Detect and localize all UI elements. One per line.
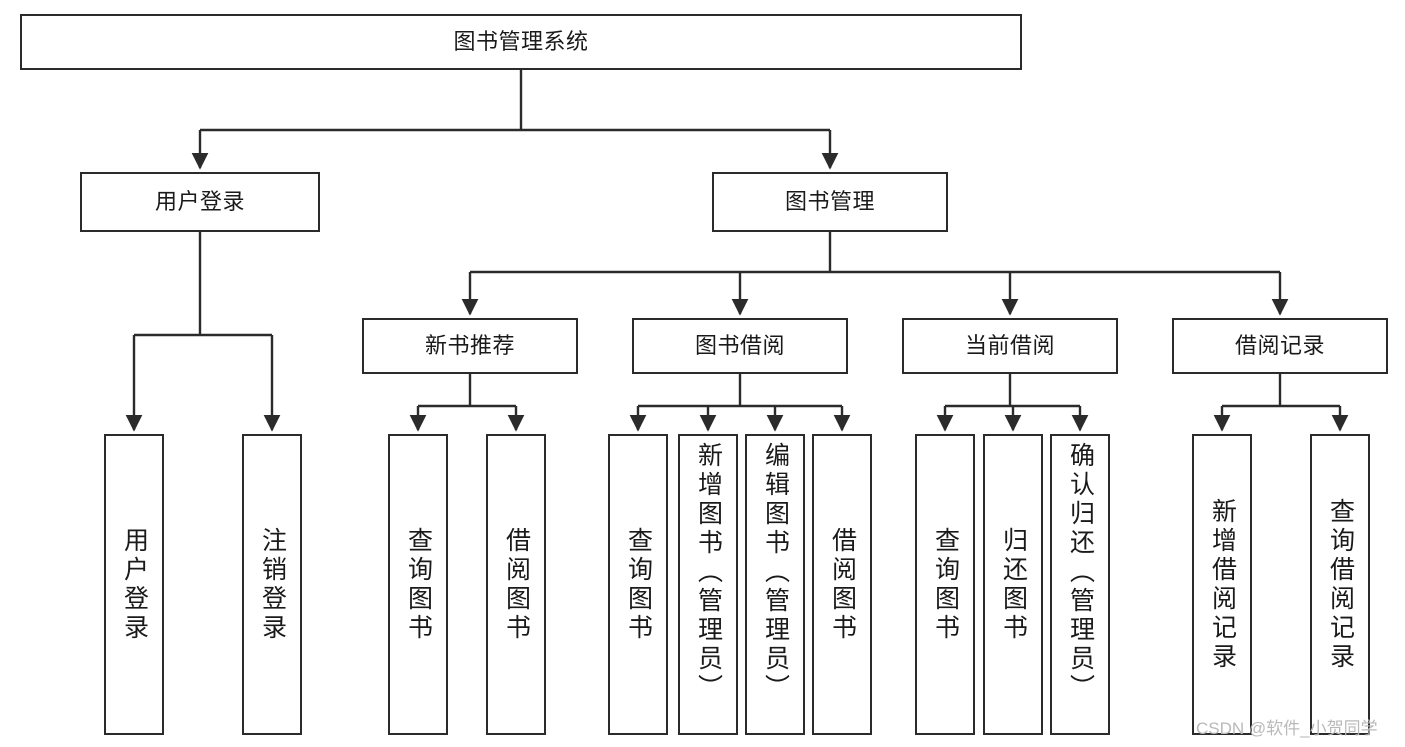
node-leaf-logout-label: 注销登录 xyxy=(258,526,287,643)
node-user-login-label: 用户登录 xyxy=(154,188,245,214)
node-current-borrow[interactable]: 当前借阅 xyxy=(902,318,1118,374)
node-leaf-add-book-label: 新增图书（管理员） xyxy=(694,442,723,703)
node-leaf-query-book-2-label: 查询图书 xyxy=(624,526,653,643)
node-new-book-recommend-label: 新书推荐 xyxy=(424,332,515,358)
node-leaf-query-book-3-label: 查询图书 xyxy=(931,526,960,643)
node-user-login[interactable]: 用户登录 xyxy=(80,172,320,232)
node-leaf-confirm-return[interactable]: 确认归还（管理员） xyxy=(1050,434,1110,735)
node-leaf-borrow-book-2-label: 借阅图书 xyxy=(828,526,857,643)
node-root[interactable]: 图书管理系统 xyxy=(20,14,1022,70)
node-book-manage-label: 图书管理 xyxy=(784,188,875,214)
node-new-book-recommend[interactable]: 新书推荐 xyxy=(362,318,578,374)
node-borrow-record-label: 借阅记录 xyxy=(1234,332,1325,358)
node-leaf-user-login-label: 用户登录 xyxy=(120,526,149,643)
node-book-borrow-label: 图书借阅 xyxy=(694,332,785,358)
node-leaf-borrow-book-1[interactable]: 借阅图书 xyxy=(486,434,546,735)
node-book-borrow[interactable]: 图书借阅 xyxy=(632,318,848,374)
node-leaf-edit-book[interactable]: 编辑图书（管理员） xyxy=(745,434,805,735)
node-leaf-borrow-book-2[interactable]: 借阅图书 xyxy=(812,434,872,735)
node-leaf-return-book[interactable]: 归还图书 xyxy=(983,434,1043,735)
node-leaf-query-record-label: 查询借阅记录 xyxy=(1326,497,1355,672)
node-leaf-logout[interactable]: 注销登录 xyxy=(242,434,302,735)
node-borrow-record[interactable]: 借阅记录 xyxy=(1172,318,1388,374)
node-leaf-add-record-label: 新增借阅记录 xyxy=(1208,497,1237,672)
node-leaf-query-book-1[interactable]: 查询图书 xyxy=(388,434,448,735)
node-leaf-query-book-3[interactable]: 查询图书 xyxy=(915,434,975,735)
node-leaf-query-record[interactable]: 查询借阅记录 xyxy=(1310,434,1370,735)
node-leaf-query-book-1-label: 查询图书 xyxy=(404,526,433,643)
watermark: CSDN @软件_小贺同学 xyxy=(1196,719,1378,738)
node-leaf-borrow-book-1-label: 借阅图书 xyxy=(502,526,531,643)
node-leaf-edit-book-label: 编辑图书（管理员） xyxy=(761,442,790,703)
node-leaf-add-book[interactable]: 新增图书（管理员） xyxy=(678,434,738,735)
node-leaf-user-login[interactable]: 用户登录 xyxy=(104,434,164,735)
node-leaf-return-book-label: 归还图书 xyxy=(999,526,1028,643)
node-root-label: 图书管理系统 xyxy=(453,28,589,54)
node-leaf-query-book-2[interactable]: 查询图书 xyxy=(608,434,668,735)
node-current-borrow-label: 当前借阅 xyxy=(964,332,1055,358)
node-leaf-add-record[interactable]: 新增借阅记录 xyxy=(1192,434,1252,735)
node-book-manage[interactable]: 图书管理 xyxy=(712,172,948,232)
node-leaf-confirm-return-label: 确认归还（管理员） xyxy=(1066,442,1095,703)
